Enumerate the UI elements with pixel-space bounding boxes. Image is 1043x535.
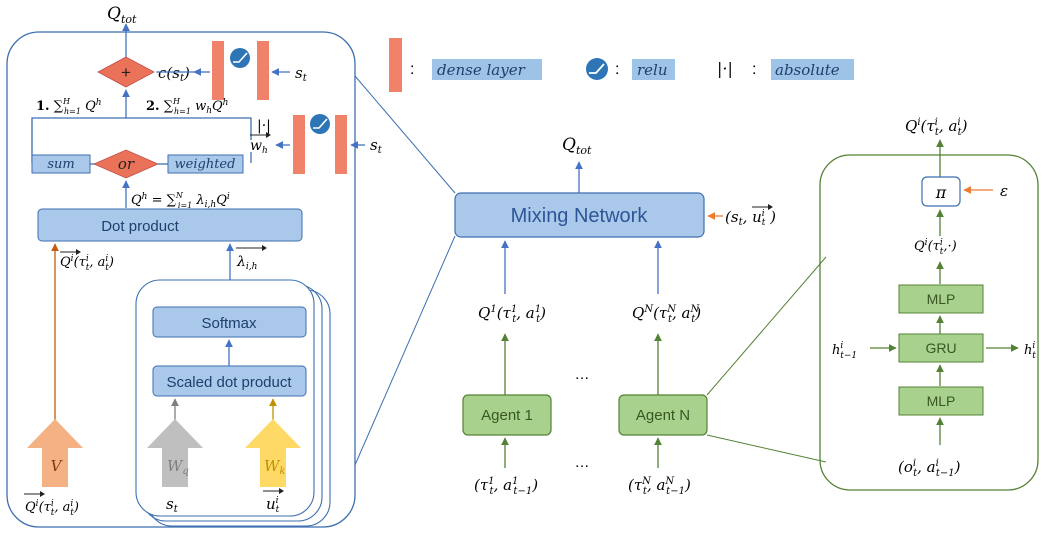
mlp-top-box — [898, 284, 984, 314]
mlp-top-label: MLP — [927, 291, 956, 307]
softmax-label: Softmax — [201, 315, 257, 332]
dense-layer-icon — [257, 41, 269, 100]
weighted-label: weighted — [175, 157, 236, 172]
agent-1-box — [462, 394, 552, 436]
weighted-box — [167, 154, 244, 174]
legend-relu-highlight — [632, 59, 675, 80]
mixing-network-box — [454, 192, 705, 238]
legend-abs-highlight — [771, 59, 854, 80]
gru-label: GRU — [925, 340, 956, 356]
or-label: or — [118, 155, 135, 173]
dense-layer-icon — [212, 41, 224, 100]
lambda-label: λi,h — [236, 254, 257, 272]
svg-text::: : — [615, 61, 619, 78]
center-qtot-label: Qtot — [562, 135, 592, 157]
agent-n-box — [618, 394, 708, 436]
v-label: V — [51, 457, 64, 475]
gru-box — [898, 333, 984, 363]
wh-label: wh — [250, 138, 268, 156]
mixing-network-label: Mixing Network — [511, 205, 649, 227]
agent-n-label: Agent N — [636, 407, 690, 424]
dense-layer-icon — [335, 115, 347, 174]
or-diamond — [93, 149, 159, 179]
st-bottom-label: st — [166, 495, 179, 515]
relu-icon — [310, 114, 330, 134]
st-input-label: st — [295, 64, 308, 84]
abs-inline: |·| — [257, 118, 271, 134]
pi-box — [921, 176, 961, 207]
epsilon-label: ε — [1000, 182, 1008, 200]
legend-dense-icon — [389, 38, 402, 92]
agent-detail-border — [819, 154, 1039, 491]
wq-label: Wq — [167, 457, 189, 477]
legend-abs-label: absolute — [775, 61, 840, 79]
sum-diamond — [97, 56, 155, 88]
wk-label: Wk — [264, 457, 285, 477]
svg-text::: : — [752, 61, 756, 78]
mixer-qtot-label: Qtot — [107, 4, 137, 26]
scaled-dot-product-label: Scaled dot product — [166, 374, 292, 391]
legend-dense-label: dense layer — [437, 61, 526, 79]
agent-1-label: Agent 1 — [481, 407, 533, 424]
scaled-dot-product-box — [152, 365, 307, 397]
mlp-bottom-label: MLP — [927, 393, 956, 409]
dot-product-box — [37, 208, 303, 242]
legend-relu-label: relu — [637, 61, 668, 79]
v-projection-arrow — [27, 419, 83, 487]
dot-product-label: Dot product — [101, 218, 179, 235]
st-input-label-2: st — [370, 136, 383, 156]
legend: : dense layer : relu |·| : absolute — [389, 38, 854, 92]
sum-label: sum — [47, 157, 74, 172]
wq-projection-arrow — [147, 419, 203, 487]
svg-text::: : — [410, 61, 414, 78]
legend-abs-symbol: |·| — [717, 59, 733, 78]
ellipsis-bottom: … — [575, 454, 590, 471]
dense-layer-icon — [293, 115, 305, 174]
legend-dense-highlight — [432, 59, 542, 80]
mixer-outer-border — [6, 31, 356, 528]
c-st-label: c(st) — [158, 64, 190, 84]
mlp-bottom-box — [898, 386, 984, 416]
ellipsis-top: … — [575, 366, 590, 383]
softmax-box — [152, 306, 307, 338]
plus-symbol: + — [121, 63, 131, 82]
wk-projection-arrow — [245, 419, 301, 487]
relu-icon — [230, 48, 250, 68]
pi-label: π — [935, 183, 947, 202]
legend-relu-icon — [586, 58, 608, 80]
